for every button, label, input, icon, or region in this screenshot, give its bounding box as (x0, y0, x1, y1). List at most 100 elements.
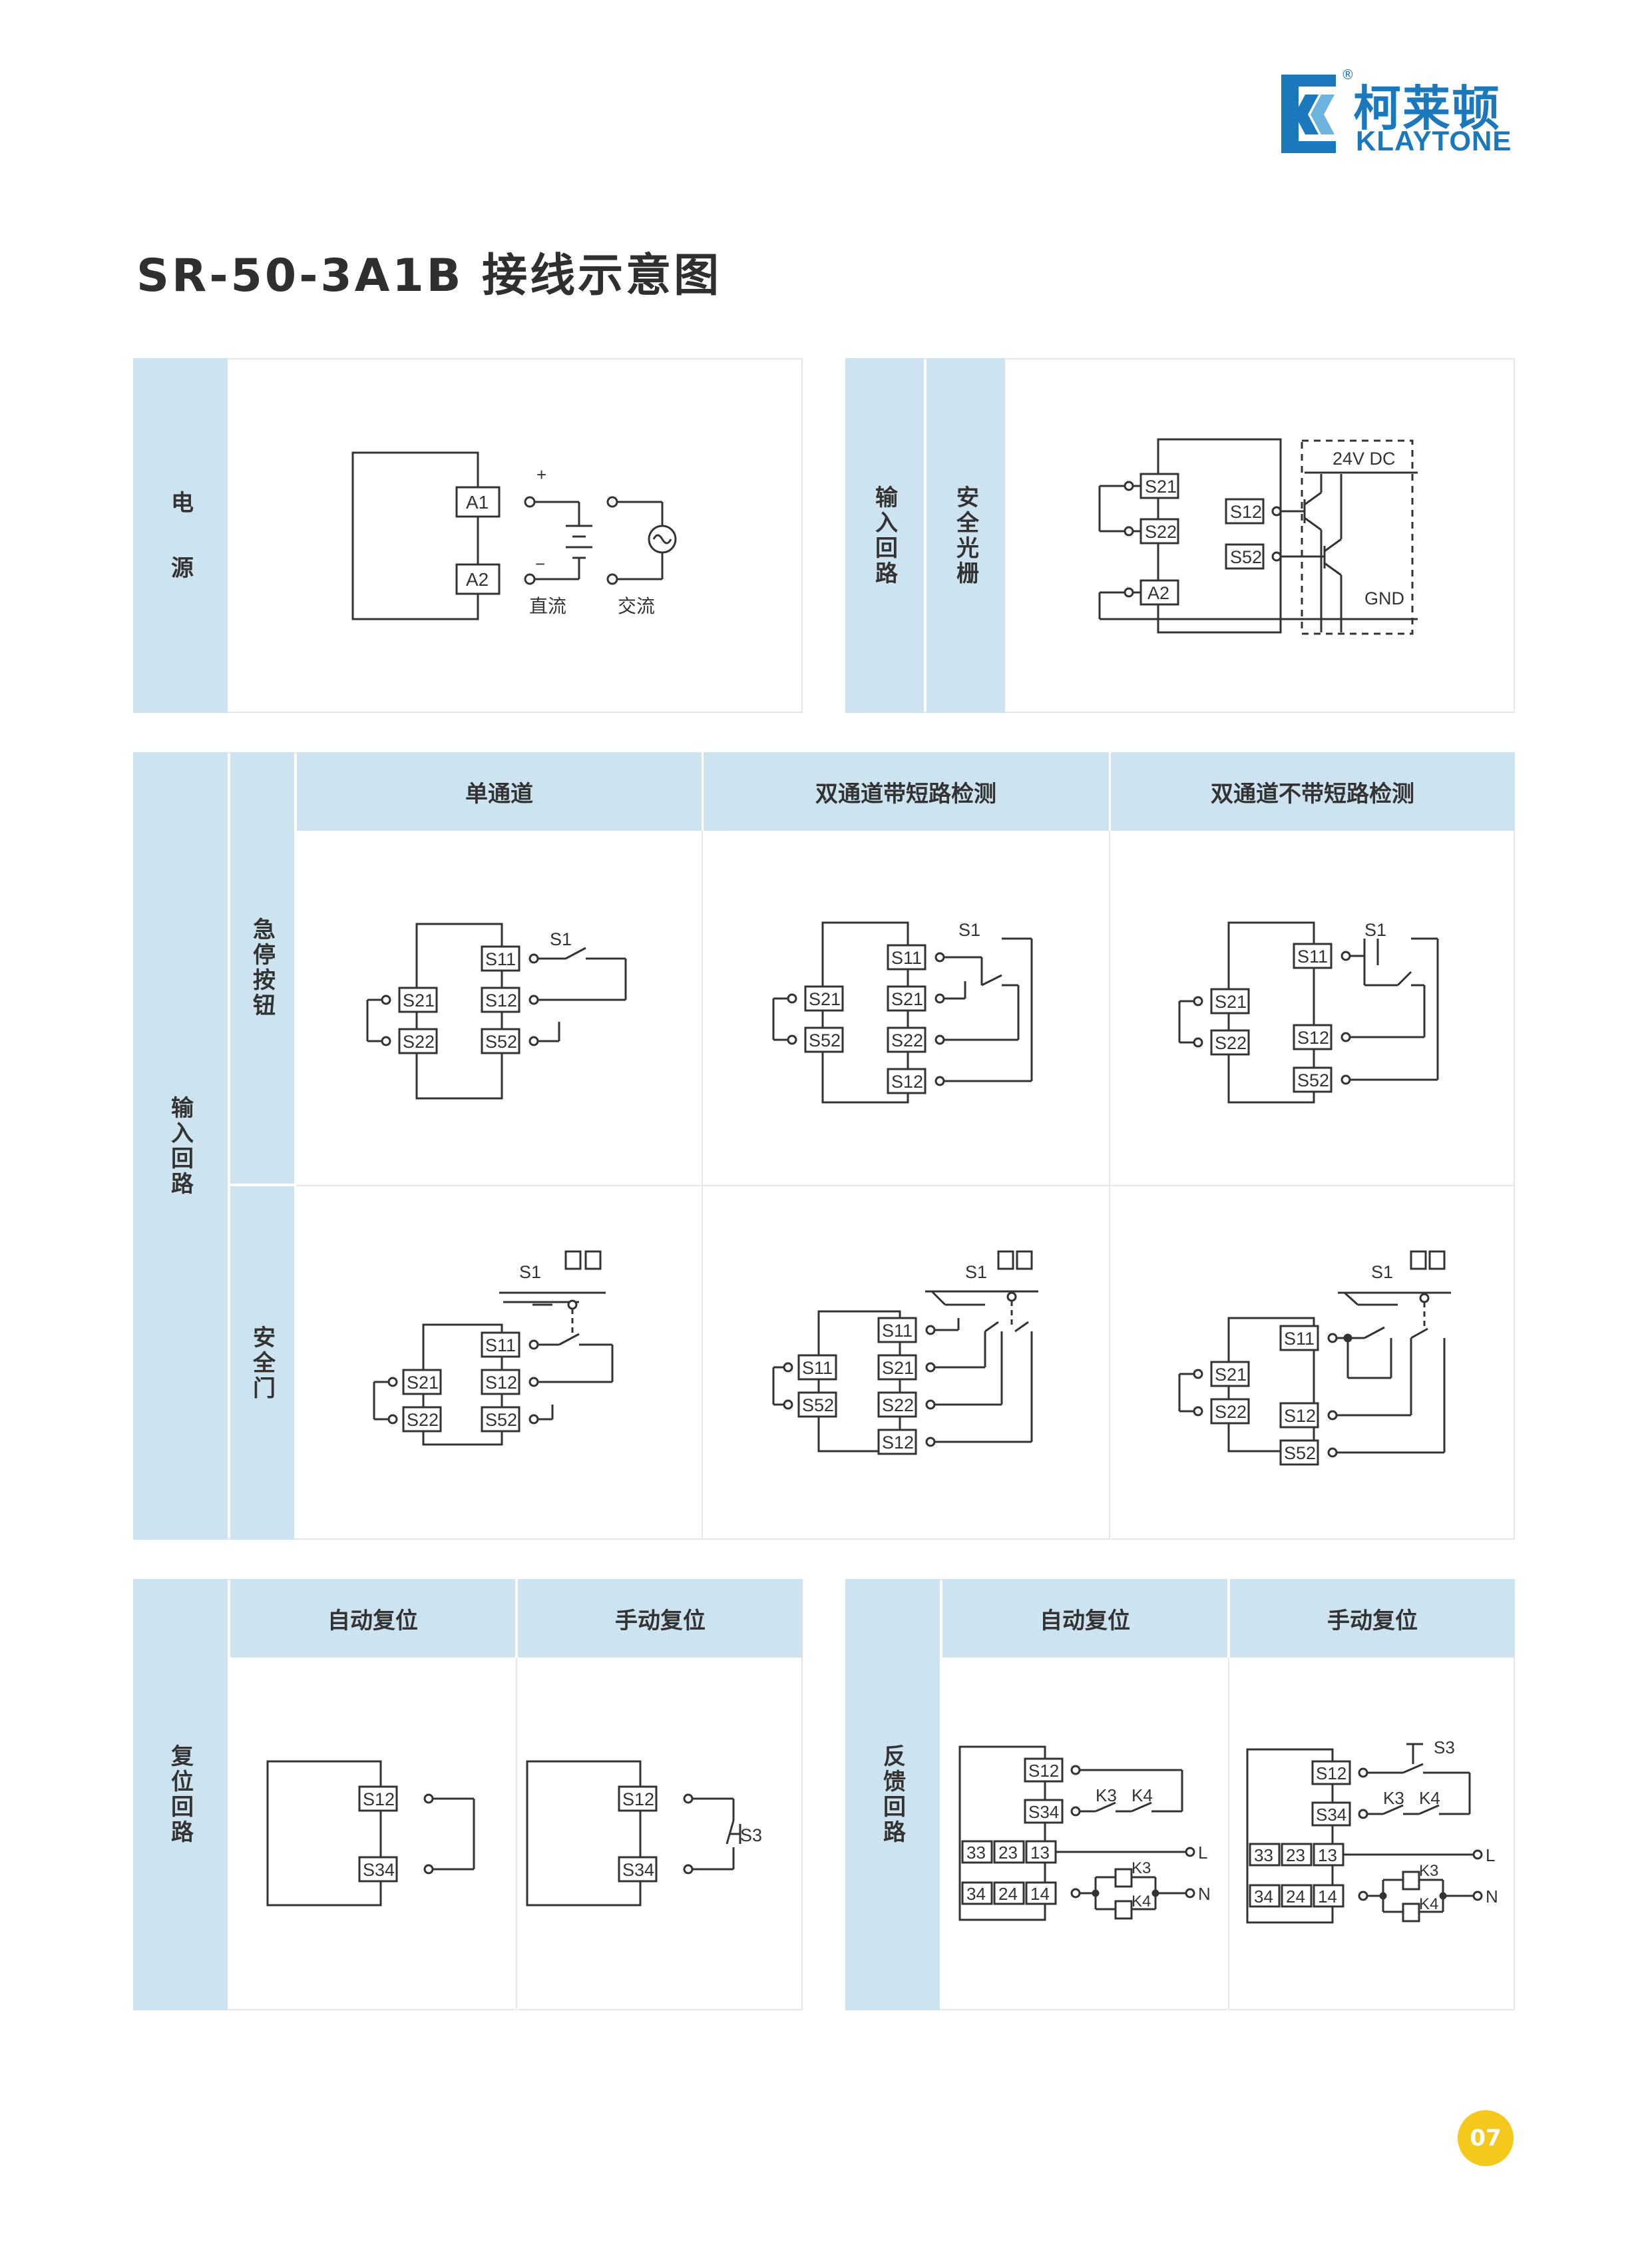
power-label-top: 电 (166, 490, 194, 516)
brand-name-en: KLAYTONE (1356, 125, 1512, 156)
feedback-col-auto: 自动复位 (1040, 1607, 1130, 1634)
svg-text:34: 34 (1254, 1887, 1273, 1906)
lc-s22: S22 (1145, 522, 1177, 542)
svg-text:S12: S12 (1284, 1406, 1316, 1426)
light-curtain-label: 安全光栅 (927, 358, 1005, 713)
svg-text:S11: S11 (1284, 1329, 1315, 1349)
svg-text:33: 33 (966, 1843, 986, 1863)
svg-text:N: N (1486, 1887, 1498, 1906)
door-dual-noshort-diagram: S11 S12 S52 S21 S22 S1 (1178, 1250, 1451, 1466)
svg-text:23: 23 (998, 1843, 1018, 1863)
svg-text:S3: S3 (1434, 1737, 1455, 1757)
ac-label: 交流 (618, 596, 655, 616)
svg-text:S21: S21 (891, 989, 923, 1009)
lc-supply: 24V DC (1333, 449, 1396, 469)
col-dual-short: 双通道带短路检测 (815, 780, 996, 807)
svg-text:S12: S12 (485, 1373, 517, 1393)
svg-text:K3: K3 (1096, 1785, 1117, 1805)
feedback-group-label: 反馈回路 (845, 1579, 940, 2010)
light-curtain-group-label: 输入回路 (845, 358, 924, 713)
feedback-col-manual: 手动复位 (1327, 1607, 1418, 1634)
reset-group-label: 复位回路 (133, 1579, 228, 2010)
svg-text:S21: S21 (882, 1358, 914, 1378)
svg-text:S12: S12 (363, 1789, 395, 1809)
svg-text:S11: S11 (891, 948, 922, 968)
brand-name-cn: 柯莱顿 (1353, 81, 1502, 136)
svg-text:S12: S12 (1316, 1763, 1346, 1783)
svg-text:S11: S11 (802, 1358, 833, 1378)
svg-text:S22: S22 (891, 1030, 923, 1050)
row-estop-label: 急停按钮 (230, 752, 294, 1184)
svg-text:S52: S52 (1284, 1443, 1316, 1463)
lc-gnd: GND (1364, 588, 1404, 608)
svg-text:S11: S11 (485, 949, 516, 969)
reset-auto-diagram: S12 S34 (266, 1760, 475, 1906)
svg-text:K4: K4 (1419, 1895, 1438, 1913)
svg-text:33: 33 (1254, 1845, 1273, 1865)
svg-text:S52: S52 (485, 1032, 517, 1052)
svg-text:S52: S52 (1297, 1070, 1329, 1090)
terminal-a1: A1 (466, 492, 489, 513)
dc-label: 直流 (529, 596, 566, 616)
lc-s21: S21 (1145, 477, 1177, 497)
svg-text:S21: S21 (407, 1373, 439, 1393)
svg-text:S22: S22 (1215, 1402, 1247, 1422)
power-panel (133, 358, 803, 713)
page-number-badge: 07 (1458, 2110, 1514, 2166)
svg-text:S1: S1 (1364, 920, 1386, 940)
estop-dual-short-diagram: S11 S21 S22 S12 S21 S52 S1 (772, 920, 1033, 1104)
door-single-diagram: S11 S12 S52 S21 S22 S1 (373, 1250, 614, 1446)
svg-text:S21: S21 (809, 989, 841, 1009)
reset-manual-diagram: S12 S34 S3 (526, 1760, 762, 1906)
svg-text:N: N (1198, 1884, 1211, 1904)
svg-text:S34: S34 (1316, 1805, 1346, 1825)
svg-text:S12: S12 (485, 991, 517, 1010)
lc-s12: S12 (1230, 502, 1262, 522)
svg-text:S11: S11 (1297, 947, 1328, 967)
svg-text:L: L (1486, 1845, 1495, 1865)
svg-text:K4: K4 (1132, 1785, 1153, 1805)
svg-text:S22: S22 (882, 1395, 914, 1415)
svg-text:S34: S34 (363, 1860, 395, 1880)
power-diagram: A1 A2 + − 直流 交流 (351, 451, 677, 620)
svg-text:23: 23 (1286, 1845, 1305, 1865)
svg-text:S11: S11 (882, 1321, 913, 1341)
svg-text:S3: S3 (740, 1825, 762, 1845)
estop-single-diagram: S11 S12 S52 S21 S22 S1 (366, 923, 627, 1100)
svg-text:S1: S1 (519, 1262, 541, 1282)
svg-text:S22: S22 (407, 1410, 439, 1430)
input-group-label: 输入回路 (133, 752, 228, 1540)
svg-text:S52: S52 (485, 1410, 517, 1430)
svg-text:S21: S21 (403, 991, 435, 1010)
svg-text:S22: S22 (1215, 1033, 1247, 1053)
svg-text:S21: S21 (1215, 1365, 1247, 1385)
svg-text:S52: S52 (809, 1030, 841, 1050)
svg-text:34: 34 (966, 1884, 986, 1904)
svg-text:L: L (1198, 1843, 1207, 1863)
col-header-bar (297, 752, 1515, 831)
light-curtain-diagram: S21 S22 A2 S12 S52 24V DC GND (1098, 438, 1418, 635)
svg-text:K3: K3 (1132, 1859, 1151, 1877)
lc-a2: A2 (1147, 583, 1169, 603)
svg-text:S34: S34 (1028, 1802, 1059, 1822)
svg-text:S11: S11 (485, 1335, 516, 1355)
terminal-a2: A2 (466, 569, 489, 590)
svg-text:S1: S1 (965, 1262, 987, 1282)
row-door-label: 安全门 (230, 1186, 294, 1540)
minus-sign: − (535, 554, 545, 574)
svg-text:S1: S1 (958, 920, 980, 940)
svg-text:24: 24 (998, 1884, 1018, 1904)
svg-text:24: 24 (1286, 1887, 1305, 1906)
svg-text:K4: K4 (1419, 1788, 1440, 1808)
svg-text:13: 13 (1030, 1843, 1050, 1863)
lc-s52: S52 (1230, 547, 1262, 567)
page-title: SR-50-3A1B 接线示意图 (136, 250, 722, 302)
brand-logo: ® 柯莱顿 KLAYTONE (1275, 67, 1521, 160)
svg-text:S34: S34 (622, 1860, 654, 1880)
reset-col-manual: 手动复位 (615, 1607, 706, 1634)
svg-text:S12: S12 (1028, 1761, 1059, 1781)
svg-text:S21: S21 (1215, 992, 1247, 1012)
registered-mark: ® (1341, 67, 1354, 83)
